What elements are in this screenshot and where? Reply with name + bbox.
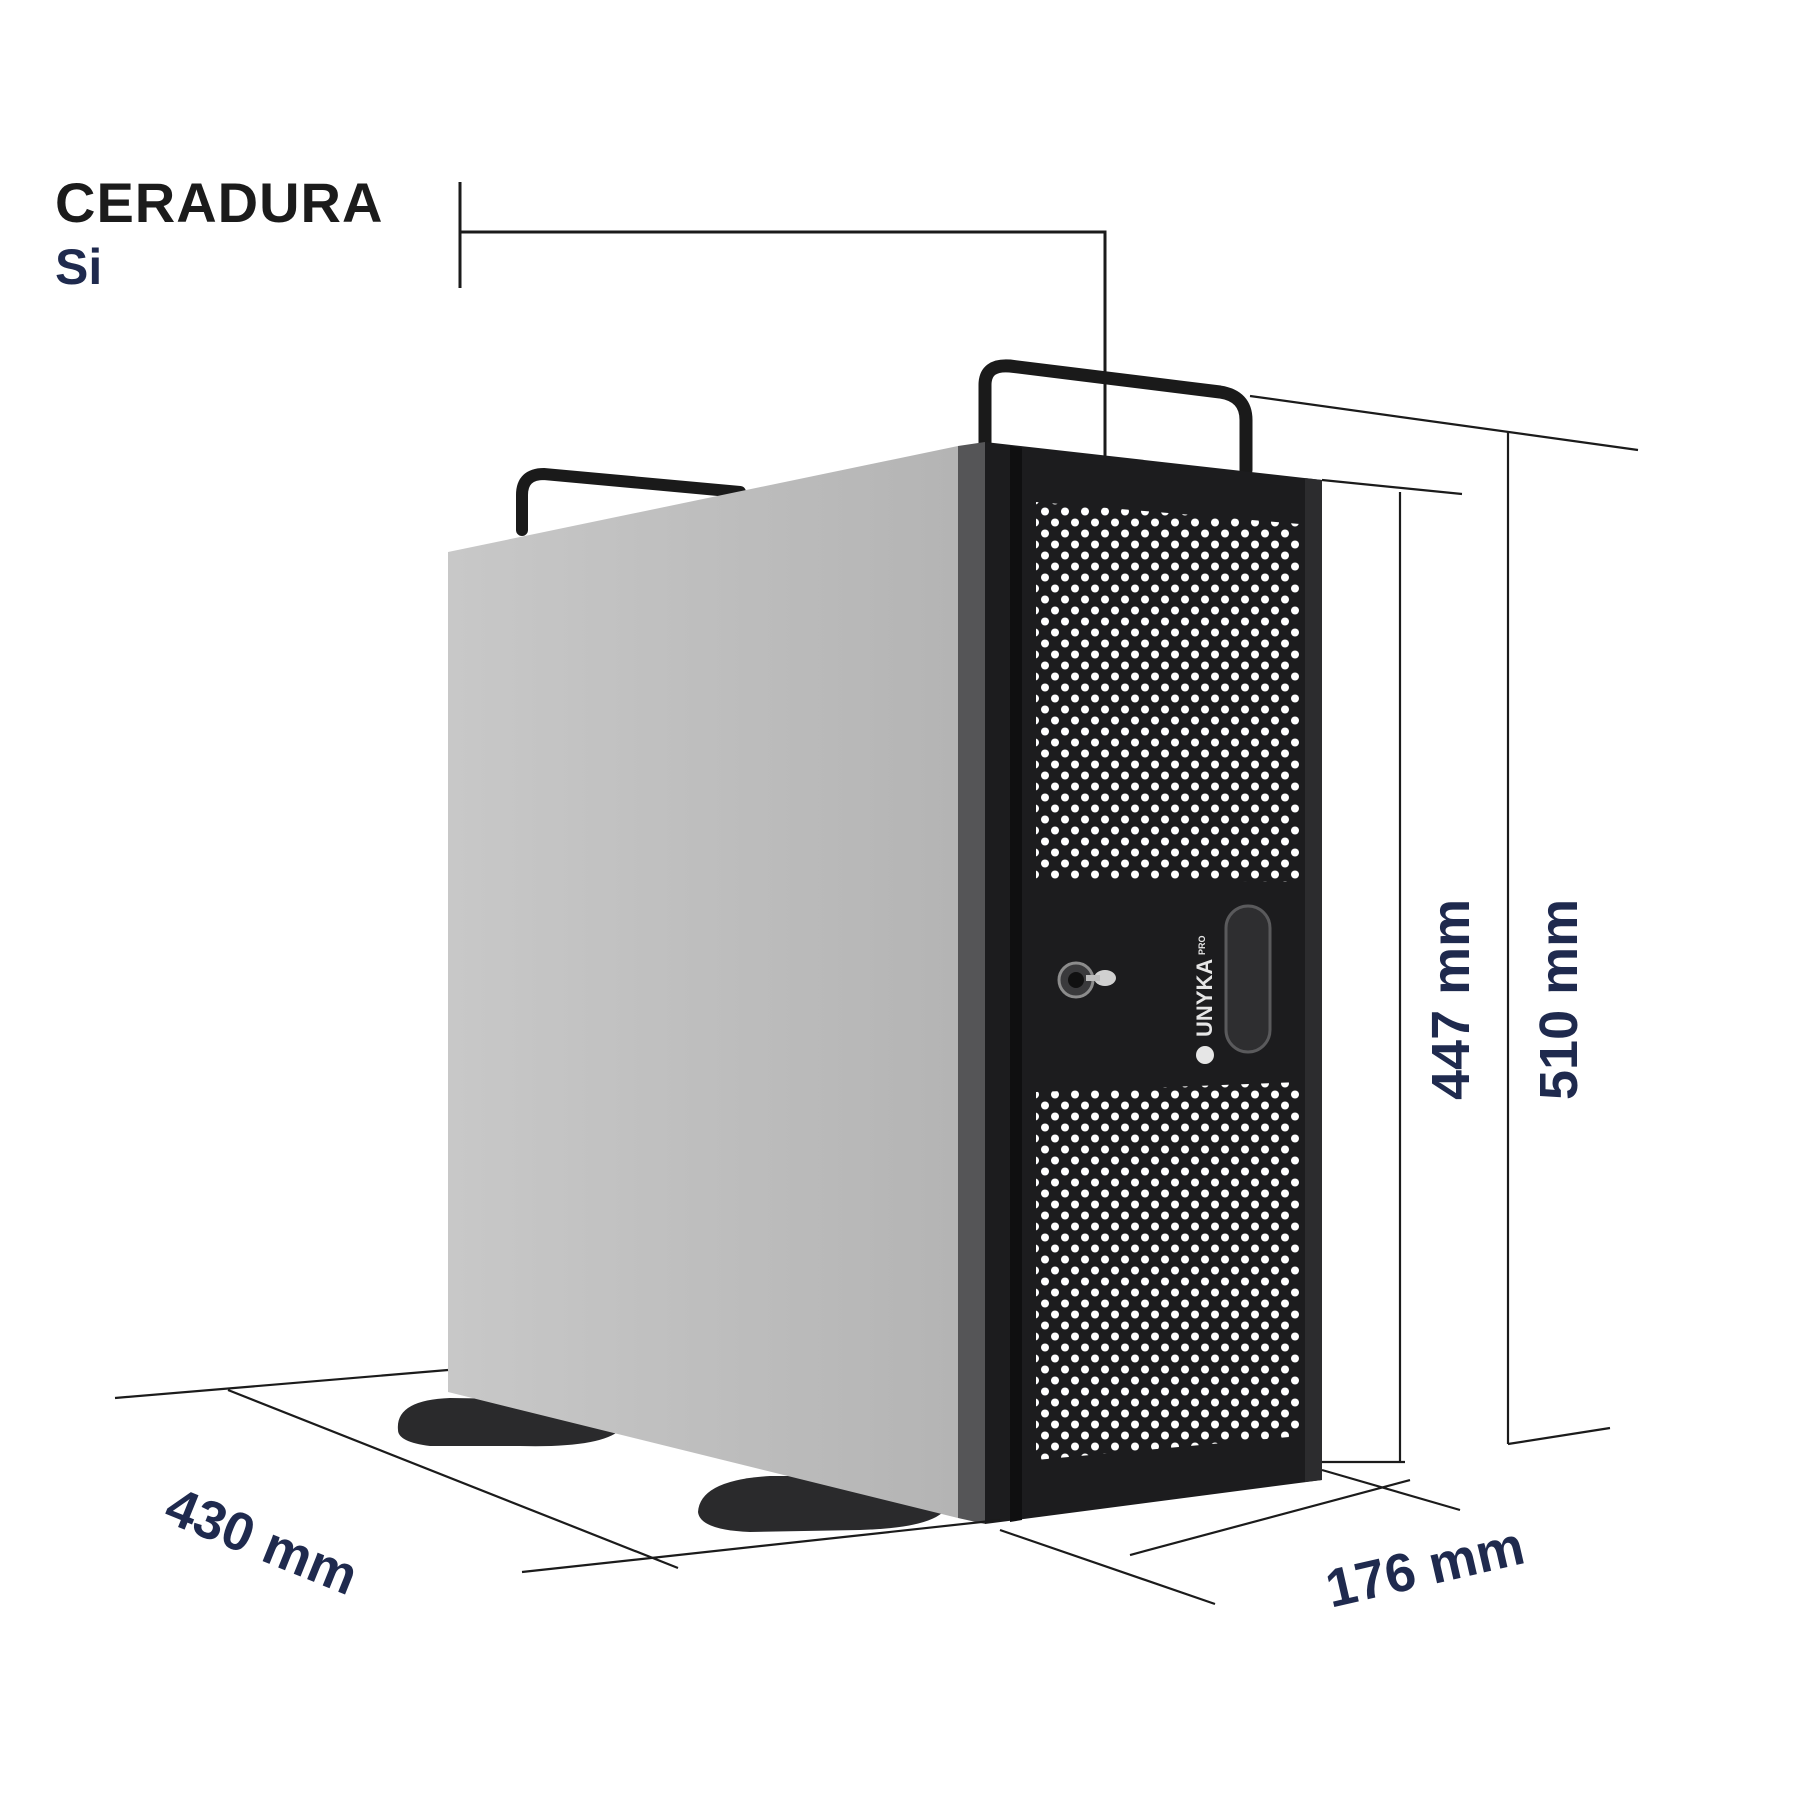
rear-handle [516, 467, 746, 536]
brand-logo-text: UNYKA [1192, 959, 1217, 1037]
lock-value: Si [55, 239, 103, 295]
lock-title: CERADURA [55, 171, 384, 234]
side-edge [958, 442, 985, 1524]
brand-logo: UNYKA PRO [1192, 935, 1217, 1064]
upper-vent-grille [1036, 502, 1300, 882]
front-handle [978, 359, 1253, 477]
brand-logo-suffix: PRO [1197, 935, 1207, 955]
key-lock-icon [1057, 961, 1116, 999]
front-right-edge [1305, 478, 1322, 1482]
body-height-dimension-label: 447 mm [1421, 898, 1481, 1100]
side-panel [448, 446, 958, 1518]
front-display-window [1224, 904, 1272, 1054]
dimension-lines [114, 394, 1639, 1606]
front-bezel-edge [1010, 446, 1022, 1522]
lower-vent-grille [1036, 1082, 1300, 1460]
total-height-dimension-label: 510 mm [1529, 898, 1589, 1100]
